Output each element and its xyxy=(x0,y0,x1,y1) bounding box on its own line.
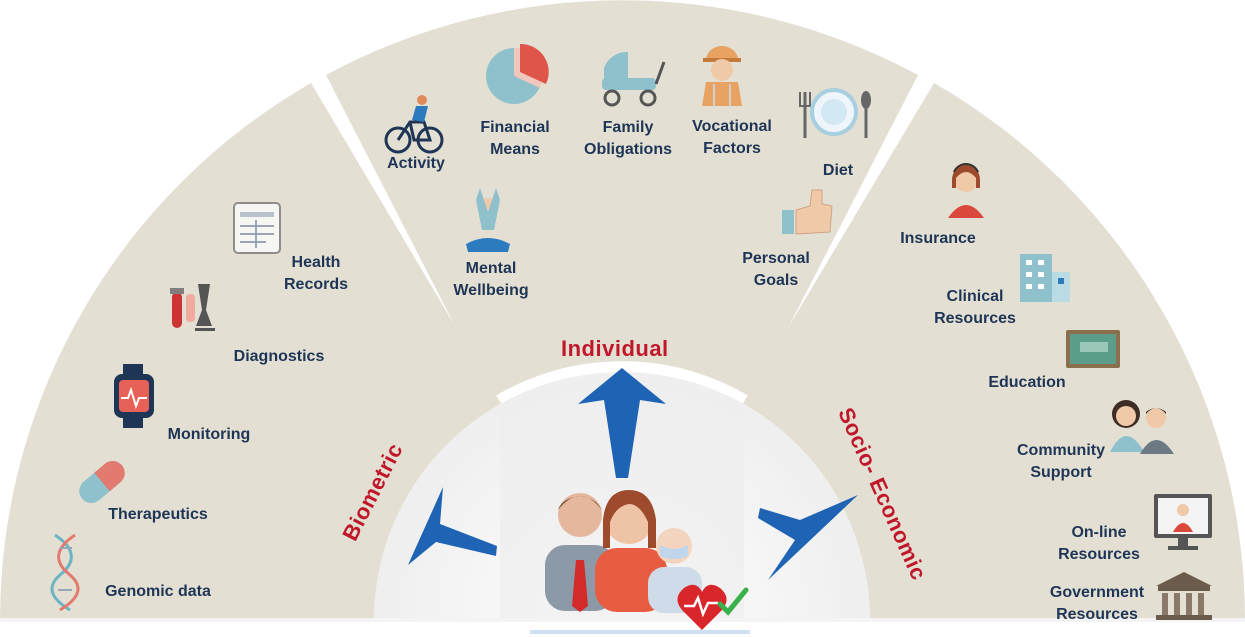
section-individual: Individual xyxy=(561,336,669,361)
label-genomic-data: Genomic data xyxy=(105,583,211,600)
hospital-building-icon xyxy=(1020,254,1070,302)
family-icon xyxy=(545,490,702,613)
label-health-records: Health Records xyxy=(283,254,349,293)
biometric-sector xyxy=(0,83,502,620)
label-vocational-factors: Vocational Factors xyxy=(692,118,772,157)
pill-capsule-icon xyxy=(79,461,125,503)
baby-stroller-icon xyxy=(602,51,666,107)
health-records-icon xyxy=(233,202,281,254)
thumbs-up-icon xyxy=(782,189,833,235)
computer-monitor-icon xyxy=(1154,494,1212,550)
diagnostics-icon xyxy=(170,284,215,331)
label-government-resources: Government Resources xyxy=(1049,584,1145,623)
label-clinical-resources: Clinical Resources xyxy=(934,288,1016,327)
individual-sector xyxy=(326,0,918,399)
call-center-agent-icon xyxy=(948,163,984,218)
socio-economic-sector xyxy=(742,83,1245,620)
label-education: Education xyxy=(988,374,1066,391)
label-mental-wellbeing: Mental Wellbeing xyxy=(453,260,529,299)
base-line xyxy=(0,618,1245,622)
government-building-icon xyxy=(1156,572,1212,620)
base-accent xyxy=(530,630,750,634)
heart-check-icon xyxy=(677,584,749,630)
label-online-resources: On-line Resources xyxy=(1058,524,1140,563)
plate-cutlery-icon xyxy=(799,88,871,138)
label-community-support: Community Support xyxy=(1017,442,1105,481)
label-insurance: Insurance xyxy=(900,230,976,247)
dna-icon xyxy=(50,533,80,612)
chalkboard-icon xyxy=(1066,330,1120,368)
left-arrow xyxy=(408,487,497,565)
label-diagnostics: Diagnostics xyxy=(233,348,325,365)
label-family-obligations: Family Obligations xyxy=(584,119,672,158)
label-monitoring: Monitoring xyxy=(167,426,251,443)
pie-chart-icon xyxy=(486,43,549,104)
community-people-icon xyxy=(1110,400,1174,454)
meditation-icon xyxy=(466,188,510,252)
bicycle-icon xyxy=(384,95,444,154)
right-arrow xyxy=(758,495,858,580)
label-personal-goals: Personal Goals xyxy=(742,250,810,289)
label-activity: Activity xyxy=(387,155,445,172)
label-diet: Diet xyxy=(822,162,854,179)
label-financial-means: Financial Means xyxy=(480,119,550,158)
label-therapeutics: Therapeutics xyxy=(108,506,208,523)
smartwatch-icon xyxy=(114,364,154,428)
construction-worker-icon xyxy=(702,46,742,106)
up-arrow xyxy=(578,368,666,478)
